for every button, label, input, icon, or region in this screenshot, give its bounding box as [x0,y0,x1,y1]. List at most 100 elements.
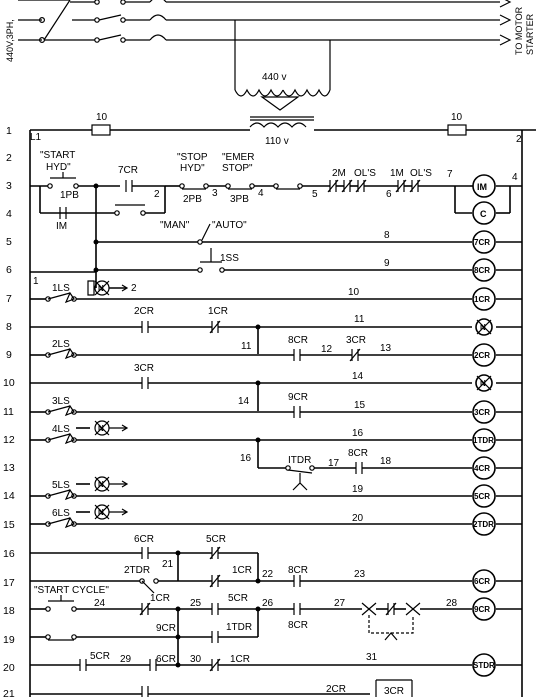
l2-label: 2 [516,134,522,145]
coil-label: 8CR [474,266,490,275]
phase-line-2 [72,14,512,26]
cr3c-label: 3CR [384,686,404,697]
tdr1-label: 1TDR [226,622,252,633]
rung-number: 15 [3,519,15,531]
emer-stop-label-2: STOP" [222,163,253,174]
wire-29: 29 [120,654,132,665]
rung-number: 18 [3,605,15,617]
motor-starter-label-2: STARTER [525,13,535,55]
lamp-n-rung-10: N [475,374,493,392]
wire-7: 7 [447,169,453,180]
cr1b-label: 1CR [232,565,252,576]
start-cycle-label: "START CYCLE" [34,585,109,596]
coil-3cr: 3CR [472,400,496,424]
rung-10: 3CR 14 14 [30,363,522,411]
control-transformer: 440 v 110 v [234,20,331,147]
im-contact-label: IM [56,221,67,232]
coil-label: C [480,209,487,219]
rung-number: 12 [3,434,15,446]
wire-10: 10 [348,287,360,298]
rung-number: 2 [6,152,12,164]
rung-number: 10 [3,377,15,389]
emer-stop-label-1: "EMER [222,152,254,163]
coil-1cr: 1CR [472,287,496,311]
ls6-label: 6LS [52,508,70,519]
wire-2b: 2 [131,283,137,294]
cr6-label: 6CR [134,534,154,545]
wire-28: 28 [446,598,458,609]
coil-label: N [480,379,486,388]
rung-11: 3LS 9CR 15 [30,392,522,418]
wire-18: 18 [380,456,392,467]
coil-label: 2CR [474,351,490,360]
itdr-label: ITDR [288,455,311,466]
wire-1: 1 [33,276,39,287]
wire-14b: 14 [238,396,250,407]
wire-4b: 4 [512,172,518,183]
pb3-label: 3PB [230,194,249,205]
cr5c-label: 5CR [90,651,110,662]
rung-14: 5LS N 19 [30,476,522,501]
rung-21: 2CR 3CR [30,679,413,697]
coil-label: 1TDR [473,436,494,445]
lamp-n: N [98,480,104,489]
wire-16: 16 [352,428,364,439]
rung-number: 11 [3,406,14,418]
rung-15: 6LS N 20 [30,504,522,529]
rung-number: 8 [6,321,12,333]
rung-8: 2CR 1CR 11 11 [30,306,522,354]
coil-2cr: 2CR [472,343,496,367]
rung-12: 4LS N 16 [30,420,522,468]
wire-25: 25 [190,598,202,609]
rung-number: 19 [3,634,15,646]
ls4-label: 4LS [52,424,70,435]
lamp-n-rung-8: N [475,318,493,336]
ls5-label: 5LS [52,480,70,491]
rung-number: 9 [6,349,12,361]
start-hyd-label-1: "START [40,150,75,161]
three-phase-supply: 440V,3PH, [5,0,535,62]
m2-label: 2M [332,168,346,179]
cr5-label: 5CR [206,534,226,545]
coil-label: STDR [473,661,495,670]
lamp-n: N [98,508,104,517]
rung-number: 5 [6,236,12,248]
coil-im: IM [472,174,496,198]
coil-label: 3CR [474,408,490,417]
cr6b-label: 6CR [156,654,176,665]
rung-numbers: 1 2 3 4 5 6 7 8 9 10 11 12 13 14 15 16 1… [3,125,15,697]
m1-label: 1M [390,168,404,179]
rung-19: 9CR 1TDR [30,609,259,643]
wire-23: 23 [354,569,366,580]
secondary-voltage-label: 110 v [265,136,289,147]
coil-label: 7CR [474,238,490,247]
wire-24: 24 [94,598,106,609]
rung-3: "START HYD" 1PB 7CR 2 "STOP HYD" 2PB 3 "… [30,150,522,214]
man-label: "MAN" [160,220,190,231]
rung-number: 14 [3,490,15,502]
primary-voltage-label: 440 v [262,72,286,83]
cr9b-label: 9CR [156,623,176,634]
coil-label: 1CR [474,295,490,304]
wire-16b: 16 [240,453,252,464]
l1-label: L1 [30,132,42,143]
rung-9: 2LS 8CR 12 3CR 13 [30,335,522,362]
coil-label: 4CR [474,464,490,473]
coil-4cr: 4CR [472,456,496,480]
rung-7: 1LS 10 [30,283,522,304]
cr1-label: 1CR [208,306,228,317]
fuse-left [91,124,111,136]
coil-6cr: 6CR [472,569,496,593]
ss1-label: 1SS [220,253,239,264]
rung-17: 2TDR 1CR 22 8CR 23 [30,565,522,594]
cr8b-label: 8CR [348,448,368,459]
stop-hyd-label-1: "STOP [177,152,208,163]
wire-11: 11 [354,314,365,325]
lamp-n: N [98,284,104,293]
coil-c: C [472,201,496,225]
cr1d-label: 1CR [230,654,250,665]
wire-30: 30 [190,654,202,665]
wire-26: 26 [262,598,274,609]
lamp-rung-6: N 2 [87,280,137,296]
wire-27: 27 [334,598,346,609]
